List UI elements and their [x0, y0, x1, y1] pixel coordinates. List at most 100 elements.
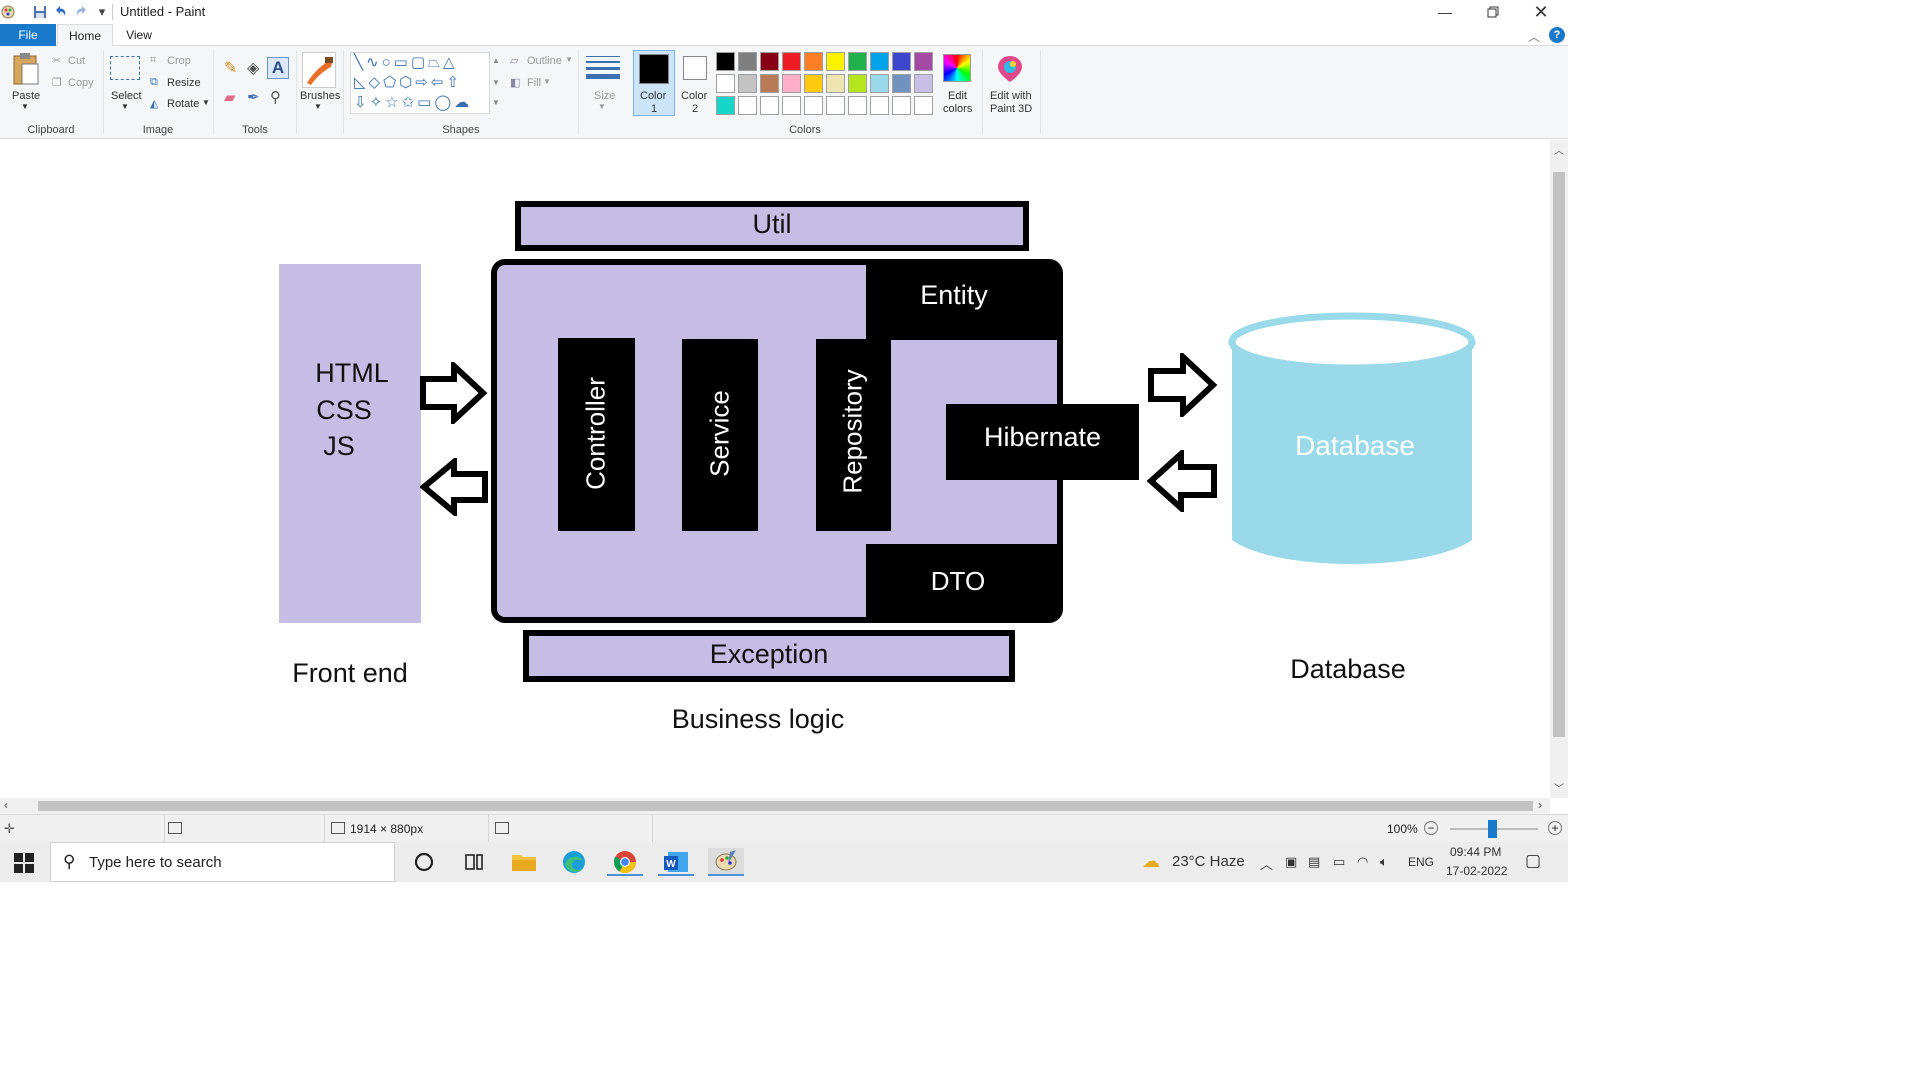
rotate-button[interactable]: Rotate	[167, 98, 200, 110]
palette-swatch[interactable]	[848, 52, 867, 71]
meet-now-icon[interactable]: ▣	[1285, 854, 1298, 869]
fill-icon[interactable]: ◧	[510, 77, 521, 89]
palette-swatch[interactable]	[760, 74, 779, 93]
brushes-icon[interactable]	[302, 52, 336, 88]
palette-swatch[interactable]	[782, 52, 801, 71]
outline-dropdown-icon[interactable]: ▼	[565, 55, 573, 64]
tab-file[interactable]: File	[0, 24, 56, 46]
scroll-up-icon[interactable]: ︿	[1554, 146, 1564, 157]
paint-taskbar-icon[interactable]	[708, 848, 744, 876]
save-icon[interactable]	[32, 4, 48, 20]
cortana-icon[interactable]	[406, 848, 442, 876]
size-button[interactable]: Size	[594, 90, 616, 102]
edit-colors-label-1[interactable]: Edit	[948, 90, 967, 102]
tab-view[interactable]: View	[126, 28, 152, 42]
palette-swatch[interactable]	[914, 96, 933, 115]
select-dropdown-icon[interactable]: ▼	[121, 102, 129, 111]
color-picker-icon[interactable]: ✒	[247, 89, 260, 106]
edit-colors-label-2[interactable]: colors	[943, 103, 973, 115]
palette-swatch[interactable]	[870, 74, 889, 93]
minimize-icon[interactable]: —	[1438, 4, 1452, 20]
shapes-scroll-up-icon[interactable]: ▲	[492, 56, 500, 65]
rotate-icon[interactable]: ◭	[150, 98, 159, 110]
palette-swatch[interactable]	[804, 52, 823, 71]
size-icon[interactable]	[586, 56, 620, 86]
palette-swatch[interactable]	[892, 74, 911, 93]
tab-home[interactable]: Home	[57, 24, 113, 47]
eraser-icon[interactable]: ▰	[224, 89, 236, 106]
paint3d-label-2[interactable]: Paint 3D	[990, 103, 1033, 115]
paint3d-label-1[interactable]: Edit with	[990, 90, 1032, 102]
palette-swatch[interactable]	[914, 74, 933, 93]
task-view-icon[interactable]	[456, 848, 492, 876]
palette-swatch[interactable]	[760, 96, 779, 115]
clock-time[interactable]: 09:44 PM	[1450, 845, 1502, 859]
palette-swatch[interactable]	[716, 52, 735, 71]
redo-icon[interactable]	[74, 4, 90, 20]
volume-icon[interactable]: 🔈︎	[1380, 854, 1388, 869]
copy-button[interactable]: Copy	[68, 77, 94, 89]
canvas[interactable]: HTML CSS JS Util Entity Controller Servi…	[0, 140, 1550, 798]
palette-swatch[interactable]	[738, 96, 757, 115]
chrome-icon[interactable]	[607, 848, 643, 876]
palette-swatch[interactable]	[782, 96, 801, 115]
shapes-scroll-down-icon[interactable]: ▼	[492, 78, 500, 87]
paste-dropdown-icon[interactable]: ▼	[21, 102, 29, 111]
scroll-down-icon[interactable]: ﹀	[1554, 784, 1564, 795]
palette-swatch[interactable]	[892, 96, 911, 115]
select-button[interactable]: Select	[111, 90, 142, 102]
text-tool-icon[interactable]: A	[267, 57, 289, 79]
weather-text[interactable]: 23°C Haze	[1172, 853, 1245, 870]
size-dropdown-icon[interactable]: ▼	[598, 102, 606, 111]
notifications-icon[interactable]: ▢	[1525, 851, 1542, 870]
zoom-in-icon[interactable]: +	[1548, 821, 1562, 835]
palette-swatch[interactable]	[738, 74, 757, 93]
collapse-ribbon-icon[interactable]: ︿	[1528, 30, 1541, 44]
shapes-expand-icon[interactable]: ▼	[492, 98, 500, 107]
palette-swatch[interactable]	[804, 96, 823, 115]
restore-icon[interactable]	[1470, 0, 1516, 24]
scroll-left-icon[interactable]: ‹	[4, 798, 8, 812]
palette-swatch[interactable]	[848, 96, 867, 115]
taskbar-search[interactable]: ⚲ Type here to search	[50, 842, 395, 882]
word-icon[interactable]: W	[658, 848, 694, 876]
resize-button[interactable]: Resize	[167, 77, 201, 89]
crop-button[interactable]: Crop	[167, 55, 191, 67]
edit-colors-icon[interactable]	[943, 54, 971, 82]
brushes-dropdown-icon[interactable]: ▼	[314, 102, 322, 111]
palette-swatch[interactable]	[826, 74, 845, 93]
palette-swatch[interactable]	[804, 74, 823, 93]
palette-swatch[interactable]	[716, 74, 735, 93]
clock-date[interactable]: 17-02-2022	[1446, 864, 1508, 878]
shapes-gallery[interactable]: ╲∿○▭▢⏢△ ◺◇⬠⬡⇨⇦⇧ ⇩✧☆✩▭◯☁	[350, 52, 490, 114]
palette-swatch[interactable]	[826, 96, 845, 115]
outline-icon[interactable]: ▱	[510, 55, 519, 67]
copy-icon[interactable]: ❐	[52, 77, 62, 89]
palette-swatch[interactable]	[892, 52, 911, 71]
rotate-dropdown-icon[interactable]: ▼	[202, 98, 210, 107]
edge-icon[interactable]	[556, 848, 592, 876]
crop-icon[interactable]: ⌗	[150, 54, 157, 66]
palette-swatch[interactable]	[870, 96, 889, 115]
zoom-out-icon[interactable]: −	[1424, 821, 1438, 835]
pencil-icon[interactable]: ✎	[224, 60, 238, 77]
color2-swatch[interactable]	[683, 56, 707, 80]
customize-quick-access-icon[interactable]: ▾	[98, 4, 106, 19]
palette-swatch[interactable]	[914, 52, 933, 71]
undo-icon[interactable]	[52, 4, 68, 20]
outline-button[interactable]: Outline	[527, 55, 562, 67]
select-icon[interactable]	[110, 56, 140, 80]
language-indicator[interactable]: ENG	[1408, 855, 1435, 869]
help-icon[interactable]: ?	[1549, 27, 1565, 43]
horizontal-scroll-thumb[interactable]	[38, 801, 1533, 811]
onedrive-icon[interactable]: ▤	[1308, 854, 1321, 869]
battery-icon[interactable]: ▭	[1333, 854, 1346, 869]
cut-button[interactable]: Cut	[68, 55, 86, 67]
resize-icon[interactable]: ⧉	[150, 76, 158, 88]
close-icon[interactable]: ✕	[1533, 2, 1549, 22]
palette-swatch[interactable]	[738, 52, 757, 71]
vertical-scrollbar[interactable]: ︿ ﹀	[1550, 140, 1568, 798]
fill-dropdown-icon[interactable]: ▼	[543, 77, 551, 86]
chevron-up-icon[interactable]: ︿	[1260, 857, 1274, 872]
fill-button[interactable]: Fill	[527, 77, 542, 89]
